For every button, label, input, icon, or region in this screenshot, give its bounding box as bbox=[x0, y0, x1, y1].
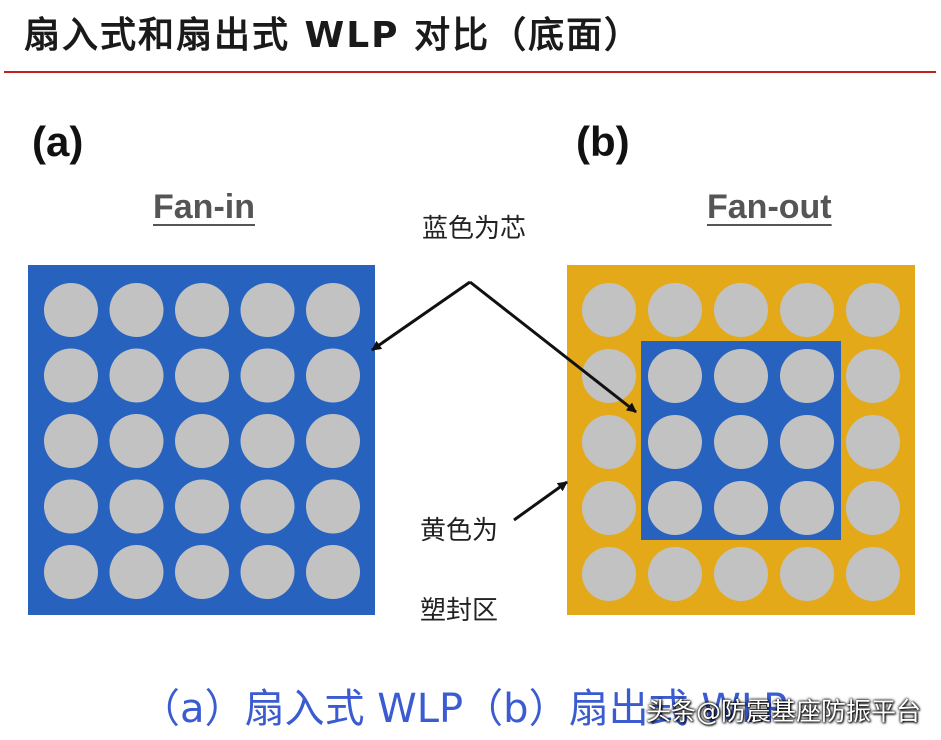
solder-ball bbox=[109, 414, 164, 468]
solder-ball bbox=[648, 415, 702, 469]
arrow-to-fan-out-chip bbox=[469, 280, 637, 414]
fan-in-package bbox=[28, 265, 375, 615]
solder-ball bbox=[175, 283, 229, 337]
solder-ball bbox=[780, 283, 834, 337]
fan-in-heading: Fan-in bbox=[153, 188, 255, 226]
solder-ball bbox=[109, 545, 164, 599]
solder-ball bbox=[240, 283, 295, 337]
solder-ball bbox=[582, 481, 636, 535]
solder-ball bbox=[648, 283, 702, 337]
solder-ball bbox=[846, 547, 900, 601]
solder-ball bbox=[714, 547, 768, 601]
watermark: 头条@防震基座防振平台 bbox=[646, 697, 922, 726]
solder-ball bbox=[109, 479, 164, 534]
solder-ball bbox=[582, 349, 636, 403]
solder-ball bbox=[648, 349, 702, 403]
panel-a-label: (a) bbox=[32, 118, 84, 165]
title-divider bbox=[4, 71, 936, 73]
solder-ball bbox=[846, 415, 900, 469]
solder-ball bbox=[648, 481, 702, 535]
solder-ball bbox=[240, 479, 295, 534]
fan-out-heading: Fan-out bbox=[707, 188, 832, 226]
solder-ball bbox=[44, 283, 98, 337]
solder-ball bbox=[175, 479, 229, 534]
solder-ball bbox=[714, 415, 768, 469]
solder-ball bbox=[44, 348, 98, 403]
solder-ball bbox=[648, 547, 702, 601]
solder-ball bbox=[306, 283, 360, 337]
solder-ball bbox=[582, 283, 636, 337]
solder-ball bbox=[714, 283, 768, 337]
solder-ball bbox=[240, 348, 295, 403]
solder-ball bbox=[582, 415, 636, 469]
solder-ball bbox=[780, 349, 834, 403]
arrow-to-fan-in-chip bbox=[371, 280, 471, 352]
mold-annotation-line1: 黄色为 bbox=[420, 516, 499, 546]
panel-b-label: (b) bbox=[576, 118, 630, 165]
solder-ball bbox=[306, 414, 360, 468]
solder-ball bbox=[44, 414, 98, 468]
solder-ball bbox=[780, 415, 834, 469]
solder-ball bbox=[240, 545, 295, 599]
arrow-to-mold-area bbox=[513, 480, 568, 522]
solder-ball bbox=[240, 414, 295, 468]
solder-ball bbox=[306, 348, 360, 403]
fan-out-package bbox=[567, 265, 915, 615]
solder-ball bbox=[44, 479, 98, 534]
page-title: 扇入式和扇出式 WLP 对比（底面） bbox=[24, 15, 643, 56]
solder-ball bbox=[714, 481, 768, 535]
solder-ball bbox=[780, 481, 834, 535]
solder-ball bbox=[306, 545, 360, 599]
figure-caption: （a）扇入式 WLP（b）扇出式 WLP bbox=[140, 686, 788, 732]
mold-annotation-line2: 塑封区 bbox=[420, 596, 499, 626]
chip-annotation: 蓝色为芯 bbox=[422, 214, 527, 244]
solder-ball bbox=[846, 481, 900, 535]
solder-ball bbox=[175, 545, 229, 599]
solder-ball bbox=[109, 283, 164, 337]
solder-ball bbox=[846, 283, 900, 337]
solder-ball bbox=[44, 545, 98, 599]
annotation-arrows bbox=[371, 280, 637, 522]
solder-ball bbox=[175, 348, 229, 403]
solder-ball bbox=[109, 348, 164, 403]
solder-ball bbox=[846, 349, 900, 403]
solder-ball bbox=[714, 349, 768, 403]
solder-ball bbox=[780, 547, 834, 601]
solder-ball bbox=[306, 479, 360, 534]
solder-ball bbox=[582, 547, 636, 601]
solder-ball bbox=[175, 414, 229, 468]
